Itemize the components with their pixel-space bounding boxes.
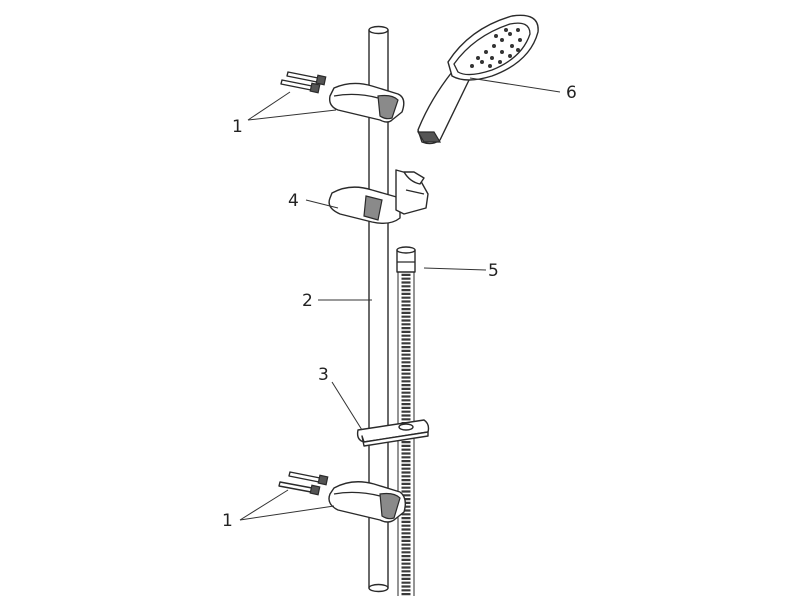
label-6: 6 [566,83,577,103]
shower-hose [396,246,416,596]
upper-screws [280,71,327,94]
leader-lines [239,77,561,521]
upper-wall-bracket [328,82,405,123]
label-4: 4 [288,191,299,211]
slider-holder [328,169,429,225]
label-1-lower: 1 [222,511,233,531]
label-5: 5 [488,261,499,281]
label-2: 2 [302,291,313,311]
lower-wall-bracket [328,481,407,523]
label-1-upper: 1 [232,117,243,137]
hose-guide [356,419,430,447]
label-3: 3 [318,365,329,385]
lower-screws [278,471,329,496]
slide-rail [368,25,389,593]
hand-shower [416,14,539,145]
